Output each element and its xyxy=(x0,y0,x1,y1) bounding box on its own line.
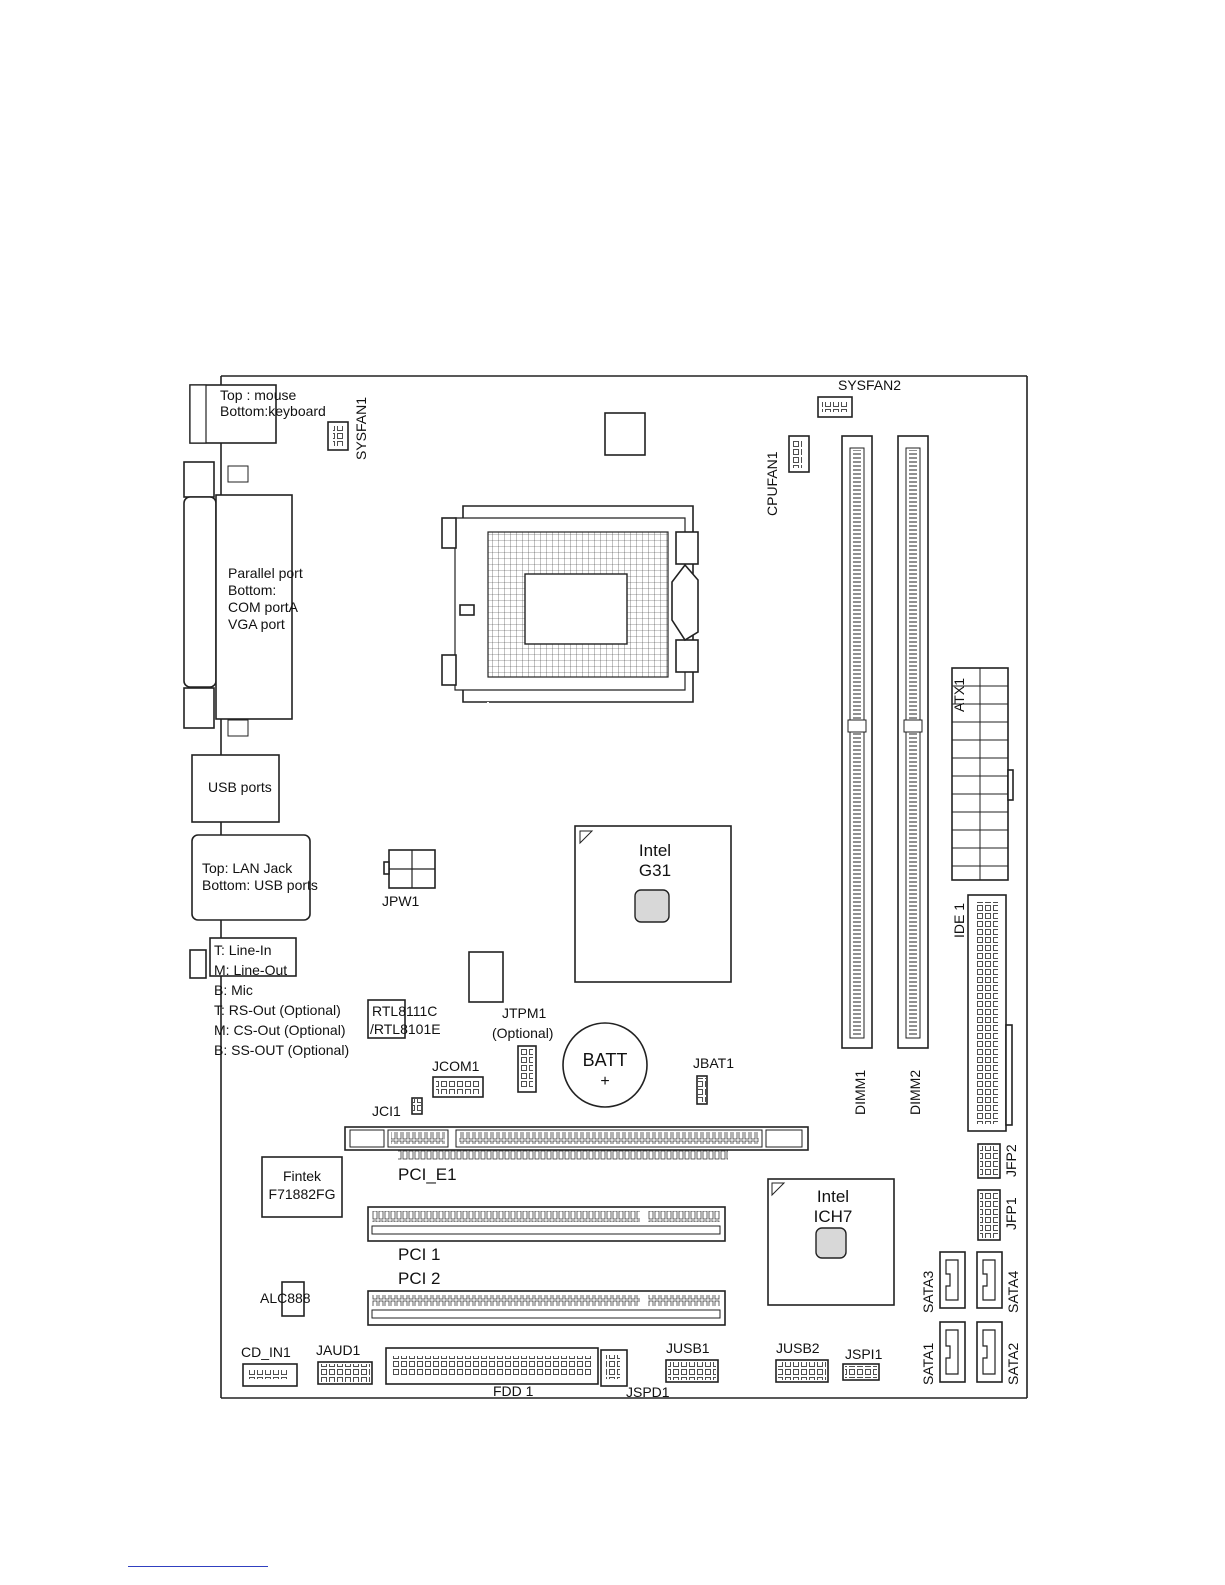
jusb2-header: JUSB2 xyxy=(775,1340,829,1383)
jbat1-label: JBAT1 xyxy=(693,1055,734,1071)
fdd1-label: FDD 1 xyxy=(493,1383,534,1399)
parallel-label-1: Parallel port xyxy=(228,565,303,581)
parallel-label-3: COM portA xyxy=(228,599,299,615)
jspi1-label: JSPI1 xyxy=(845,1346,883,1362)
fintek-label-2: F71882FG xyxy=(269,1186,336,1202)
sata1-connector: SATA1 xyxy=(920,1321,966,1385)
rtl-label-1: RTL8111C xyxy=(372,1003,437,1019)
parallel-label-2: Bottom: xyxy=(228,582,276,598)
battery: BATT + xyxy=(562,1022,648,1108)
sata4-connector: SATA4 xyxy=(976,1251,1021,1313)
cdin1-label: CD_IN1 xyxy=(241,1344,291,1360)
pci2-slot: PCI 2 xyxy=(367,1269,726,1326)
usb-ports: USB ports xyxy=(191,754,280,823)
fintek-label-1: Fintek xyxy=(283,1168,322,1184)
fdd1-connector: FDD 1 xyxy=(385,1347,599,1399)
sysfan1-label: SYSFAN1 xyxy=(353,397,369,460)
jusb2-label: JUSB2 xyxy=(776,1340,820,1356)
dimm2-slot: DIMM2 xyxy=(897,435,929,1115)
jfp1-header: JFP1 xyxy=(977,1189,1019,1241)
g31-label-2: G31 xyxy=(639,861,671,880)
alc888-label: ALC888 xyxy=(260,1290,311,1306)
audio-label-1: T: Line-In xyxy=(214,942,272,958)
audio-jacks: T: Line-In M: Line-Out B: Mic T: RS-Out … xyxy=(189,937,349,1058)
audio-label-4: T: RS-Out (Optional) xyxy=(214,1002,341,1018)
dimm1-label: DIMM1 xyxy=(852,1070,868,1115)
small-chip xyxy=(604,412,646,456)
g31-label-1: Intel xyxy=(639,841,671,860)
lan-label-top: Top: LAN Jack xyxy=(202,860,293,876)
sata3-connector: SATA3 xyxy=(920,1251,966,1313)
audio-label-5: M: CS-Out (Optional) xyxy=(214,1022,345,1038)
atx1-connector: ATX1 xyxy=(951,667,1014,881)
cpufan1-label: CPUFAN1 xyxy=(764,451,780,516)
ide1-connector: IDE 1 xyxy=(951,894,1013,1132)
dimm2-label: DIMM2 xyxy=(907,1070,923,1115)
jtpm1-optional-label: (Optional) xyxy=(492,1025,553,1041)
jpw1-label: JPW1 xyxy=(382,893,420,909)
usb-ports-label: USB ports xyxy=(208,779,272,795)
sata3-label: SATA3 xyxy=(920,1271,936,1313)
pci1-label: PCI 1 xyxy=(398,1245,441,1264)
jci1-label: JCI1 xyxy=(372,1103,401,1119)
jaud1-label: JAUD1 xyxy=(316,1342,361,1358)
sata1-label: SATA1 xyxy=(920,1343,936,1385)
sysfan1-connector: SYSFAN1 xyxy=(327,397,369,460)
pcie1-label: PCI_E1 xyxy=(398,1165,457,1184)
jspd1-connector: JSPD1 xyxy=(600,1349,670,1400)
batt-plus-label: + xyxy=(600,1073,609,1090)
fintek-chip: Fintek F71882FG xyxy=(261,1156,343,1218)
parallel-label-4: VGA port xyxy=(228,616,285,632)
rtl-lan-chip: RTL8111C /RTL8101E xyxy=(367,999,441,1039)
sata2-connector: SATA2 xyxy=(976,1321,1021,1385)
atx1-label: ATX1 xyxy=(951,678,967,712)
ps2-ports: Top : mouse Bottom:keyboard xyxy=(189,384,326,444)
ps2-label-bottom: Bottom:keyboard xyxy=(220,403,326,419)
jcom1-label: JCOM1 xyxy=(432,1058,480,1074)
lan-usb-ports: Top: LAN Jack Bottom: USB ports xyxy=(191,834,318,921)
jcom1-header: JCOM1 xyxy=(432,1058,484,1098)
audio-label-6: B: SS-OUT (Optional) xyxy=(214,1042,349,1058)
parallel-port: Parallel port Bottom: COM portA VGA port xyxy=(183,461,303,737)
pcie1-slot: PCI_E1 xyxy=(344,1126,809,1184)
footer-rule xyxy=(128,1566,268,1567)
cpu-socket xyxy=(441,505,699,737)
ich7-label-1: Intel xyxy=(817,1187,849,1206)
ps2-label-top: Top : mouse xyxy=(220,387,296,403)
batt-label: BATT xyxy=(583,1050,628,1070)
jpw1-connector: JPW1 xyxy=(382,849,436,909)
jfp2-header: JFP2 xyxy=(977,1143,1019,1179)
audio-label-2: M: Line-Out xyxy=(214,962,287,978)
jfp1-label: JFP1 xyxy=(1003,1197,1019,1230)
sata4-label: SATA4 xyxy=(1005,1271,1021,1313)
cpufan1-connector: CPUFAN1 xyxy=(764,435,810,516)
cdin1-connector: CD_IN1 xyxy=(241,1344,298,1387)
jspd1-label: JSPD1 xyxy=(626,1384,670,1400)
jci1-header: JCI1 xyxy=(372,1097,423,1119)
pci2-label: PCI 2 xyxy=(398,1269,441,1288)
sata2-label: SATA2 xyxy=(1005,1343,1021,1385)
jfp2-label: JFP2 xyxy=(1003,1144,1019,1177)
ide1-label: IDE 1 xyxy=(951,903,967,938)
jaud1-header: JAUD1 xyxy=(316,1342,373,1385)
lan-label-bottom: Bottom: USB ports xyxy=(202,877,318,893)
pci1-slot: PCI 1 xyxy=(367,1206,726,1264)
sysfan2-label: SYSFAN2 xyxy=(838,377,901,393)
rtl-label-2: /RTL8101E xyxy=(370,1021,441,1037)
sysfan2-connector: SYSFAN2 xyxy=(817,377,901,418)
jspi1-header: JSPI1 xyxy=(842,1346,883,1381)
ich7-label-2: ICH7 xyxy=(814,1207,853,1226)
intel-g31-chip: Intel G31 xyxy=(574,825,732,983)
dimm1-slot: DIMM1 xyxy=(841,435,873,1115)
jusb1-header: JUSB1 xyxy=(665,1340,719,1383)
jusb1-label: JUSB1 xyxy=(666,1340,710,1356)
jbat1-jumper: JBAT1 xyxy=(693,1055,734,1105)
audio-label-3: B: Mic xyxy=(214,982,253,998)
jtpm1-header: JTPM1 (Optional) xyxy=(468,951,553,1093)
alc888-chip: ALC888 xyxy=(260,1281,311,1317)
intel-ich7-chip: Intel ICH7 xyxy=(767,1178,895,1306)
jtpm1-label: JTPM1 xyxy=(502,1005,547,1021)
